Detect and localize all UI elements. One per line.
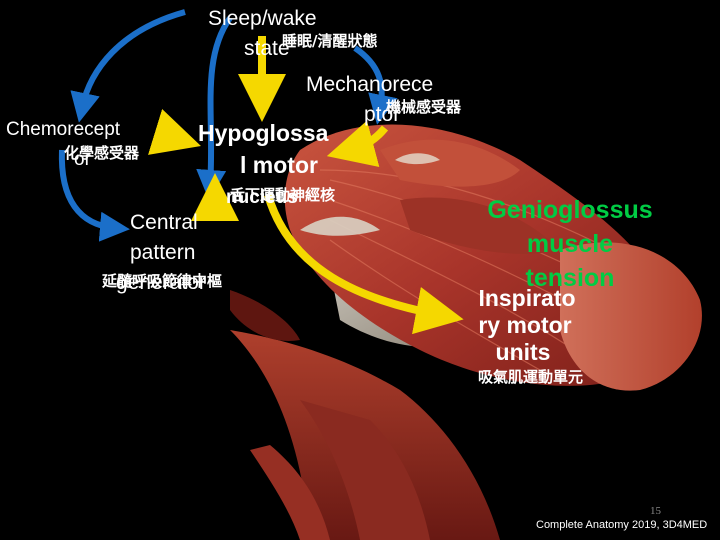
cpg-zh-label: 延髓呼吸節律中樞: [102, 272, 223, 290]
page-number: 15: [650, 505, 661, 517]
blue-arrow-mechanoreceptor: [353, 45, 398, 125]
chemoreceptor-label: Chemorecept: [6, 119, 121, 140]
inspiratory-label: Inspirato: [478, 285, 576, 311]
cpg-label-line2: pattern: [130, 241, 196, 264]
cpg-label: Central: [130, 211, 198, 234]
chemoreceptor-zh-label: 化學感受器: [64, 144, 140, 162]
hypoglossal-label-line3: nucleus: [226, 187, 298, 208]
hypoglossal-label-line2: l motor: [240, 152, 318, 178]
sleep-wake-zh-label: 睡眠/清醒狀態: [282, 32, 378, 50]
inspiratory-label-line3: units: [495, 339, 551, 365]
inspiratory-zh-label: 吸氣肌運動單元: [478, 368, 584, 386]
yellow-arrow-chemoreceptor-to-hypoglossal: [148, 109, 201, 155]
mechanoreceptor-label-line2: ptor: [364, 103, 401, 126]
yellow-arrow-hypoglossal-to-genioglossus: [264, 193, 464, 335]
inspiratory-label-line2: ry motor: [478, 312, 572, 338]
yellow-arrow-mechanoreceptor-to-hypoglossal: [326, 120, 389, 167]
cpg-label-line3: generator: [116, 271, 206, 294]
hypoglossal-zh-label: 舌下運動神經核: [230, 186, 336, 204]
chemoreceptor-label-line2: or: [74, 149, 91, 170]
image-credit: Complete Anatomy 2019, 3D4MED: [536, 520, 708, 531]
sleep-wake-label-line2: state: [244, 37, 290, 60]
sleep-wake-label: Sleep/wake: [208, 7, 317, 30]
blue-arrow-sleep-to-chemoreceptor: [70, 9, 186, 123]
hypoglossal-label: Hypoglossa: [198, 120, 329, 146]
genioglossus-label-line2: muscle: [526, 230, 614, 258]
blue-arrow-chemoreceptor-to-cpg: [58, 149, 130, 242]
genioglossus-label-line3: tension: [525, 264, 615, 292]
genioglossus-label: Genioglossus: [487, 196, 653, 224]
blue-arrow-sleep-to-cpg: [196, 16, 233, 200]
mechanoreceptor-zh-label: 機械感受器: [386, 98, 462, 116]
mechanoreceptor-label: Mechanorece: [306, 73, 434, 96]
